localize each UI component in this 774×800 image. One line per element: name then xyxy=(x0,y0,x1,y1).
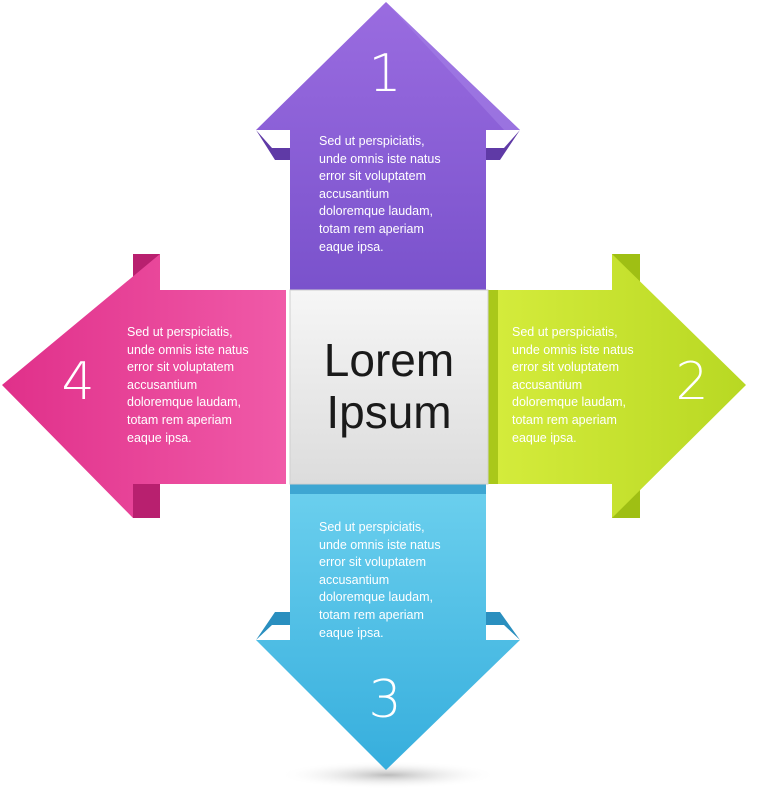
arrow-2-text: Sed ut perspiciatis, unde omnis iste nat… xyxy=(512,325,634,445)
arrow-3-text: Sed ut perspiciatis, unde omnis iste nat… xyxy=(319,520,441,640)
arrow-1-up xyxy=(256,2,520,290)
arrow-4-number: 4 xyxy=(61,352,95,412)
center-box xyxy=(289,289,489,485)
ground-shadow xyxy=(278,761,498,789)
arrow-4-left xyxy=(2,254,286,518)
arrow-4-text: Sed ut perspiciatis, unde omnis iste nat… xyxy=(127,325,249,445)
arrow-3-down xyxy=(256,484,520,770)
arrow-3-number: 3 xyxy=(368,670,402,730)
arrow-2-number: 2 xyxy=(675,352,709,412)
arrow-2-right xyxy=(488,254,746,518)
arrow-1-text: Sed ut perspiciatis, unde omnis iste nat… xyxy=(319,134,441,254)
arrow-1-number: 1 xyxy=(368,44,402,104)
center-title: Lorem Ipsum xyxy=(323,334,455,438)
